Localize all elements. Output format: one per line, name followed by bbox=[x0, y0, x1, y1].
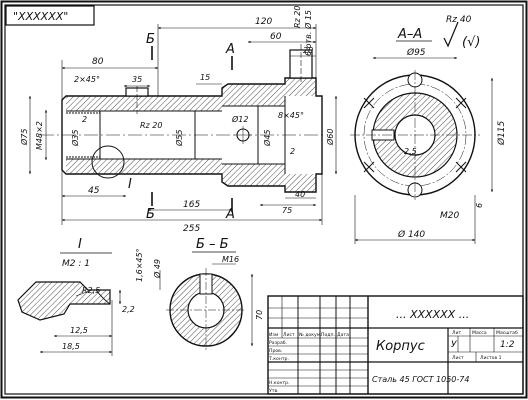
detail-i-dim-lines bbox=[39, 289, 122, 356]
roughness-rz40: Rz 40 bbox=[446, 15, 472, 25]
dim-6-aa: 6 bbox=[475, 203, 484, 208]
dim-40: 40 bbox=[295, 190, 305, 199]
dim-60: 60 bbox=[270, 32, 282, 42]
tb-row-tkontr: Т.контр. bbox=[268, 356, 289, 362]
corner-stamp-text: "ХХХХХХ" bbox=[13, 10, 68, 23]
dim-d35: Ø35 bbox=[70, 130, 80, 147]
section-aa-title: А–А bbox=[397, 27, 422, 42]
dim-8x45: 8×45° bbox=[278, 111, 304, 120]
dim-45: 45 bbox=[88, 186, 100, 196]
dim-165: 165 bbox=[183, 200, 200, 210]
tb-col-doc: № докум. bbox=[299, 332, 322, 338]
tb-lit-label: Лит bbox=[452, 330, 461, 336]
detail-i-scale: М2 : 1 bbox=[62, 259, 90, 269]
section-bb: Б – Б М16 Ø 49 1,6×45° 70 bbox=[135, 237, 264, 352]
dim-m16: М16 bbox=[222, 255, 239, 264]
section-aa-dim-lines bbox=[354, 56, 494, 244]
title-material: Сталь 45 ГОСТ 1050-74 bbox=[372, 375, 469, 384]
detail-i: I М2 : 1 R2,5 2,2 12,5 18,5 bbox=[17, 237, 135, 356]
dim-12-5: 12,5 bbox=[70, 326, 88, 335]
detail-i-title: I bbox=[78, 237, 82, 252]
tb-scale-value: 1:2 bbox=[500, 340, 515, 350]
tb-sheets-label: Листов 1 bbox=[480, 355, 502, 361]
tb-col-list: Лист bbox=[283, 332, 295, 338]
main-view: 120 60 20 80 35 15 2×45° Ø75 M48×2 Ø35 R… bbox=[19, 6, 338, 234]
section-label-a-top: А bbox=[225, 42, 235, 57]
corner-stamp: "ХХХХХХ" bbox=[5, 5, 95, 26]
main-top-boss bbox=[125, 86, 149, 114]
section-aa: А–А Rz 40 (√) Ø95 Ø115 Ø 140 M2 bbox=[350, 15, 507, 244]
dim-18-5: 18,5 bbox=[62, 342, 80, 351]
main-hatching bbox=[66, 78, 316, 192]
dim-2-5: 2,5 bbox=[404, 147, 417, 156]
dim-chamfer: 2×45° bbox=[74, 75, 100, 84]
dim-r2-5: R2,5 bbox=[82, 286, 100, 295]
dim-d75: Ø75 bbox=[19, 129, 29, 146]
dim-m48: M48×2 bbox=[35, 121, 44, 150]
dim-m20: M20 bbox=[440, 211, 459, 221]
dim-d140: Ø 140 bbox=[397, 229, 425, 240]
roughness-top: Rz 20 bbox=[293, 6, 302, 28]
dim-2-left: 2 bbox=[82, 115, 87, 124]
section-bb-dim-lines bbox=[159, 263, 254, 347]
roughness-paren: (√) bbox=[462, 35, 480, 50]
tb-row-nkontr: Н.контр. bbox=[269, 380, 290, 386]
section-bb-title: Б – Б bbox=[196, 237, 229, 252]
tb-col-sign: Подп. bbox=[321, 332, 335, 338]
dim-chamfer-bb: 1,6×45° bbox=[135, 248, 144, 282]
tb-lit-value: У bbox=[451, 340, 457, 350]
roughness-rz20: Rz 20 bbox=[140, 121, 162, 130]
section-label-a-bottom: А bbox=[225, 207, 235, 222]
tb-scale-label: Масштаб bbox=[496, 330, 518, 336]
detail-callout-circle bbox=[91, 145, 125, 179]
inner-frame bbox=[4, 4, 524, 395]
title-designation: ... ХХХХХХ ... bbox=[396, 308, 469, 321]
bolt-hole-crosses bbox=[363, 97, 467, 173]
section-cut-marks bbox=[151, 46, 233, 212]
section-label-b-top: Б bbox=[146, 32, 155, 47]
tb-col-date: Дата bbox=[337, 332, 349, 338]
tb-col-izm: Изм bbox=[269, 332, 279, 338]
roughness-check-icon bbox=[443, 21, 459, 48]
dim-15: 15 bbox=[200, 73, 210, 82]
dim-20: 20 bbox=[303, 46, 313, 55]
dim-120: 120 bbox=[255, 17, 272, 27]
title-block bbox=[267, 295, 524, 395]
dim-d95: Ø95 bbox=[406, 47, 426, 58]
main-dim-lines bbox=[28, 24, 338, 225]
dim-d60: Ø60 bbox=[325, 129, 335, 146]
tb-row-utv: Утв. bbox=[269, 388, 279, 394]
tb-sheet-label: Лист bbox=[452, 355, 464, 361]
title-part-name: Корпус bbox=[376, 339, 425, 354]
section-label-b-bottom: Б bbox=[146, 207, 155, 222]
dim-35: 35 bbox=[132, 75, 142, 84]
dim-d55: Ø55 bbox=[174, 130, 184, 147]
dim-80: 80 bbox=[92, 57, 104, 67]
dim-d12: Ø12 bbox=[231, 114, 248, 124]
tb-row-prov: Пров. bbox=[269, 348, 282, 354]
dim-d115: Ø115 bbox=[496, 120, 507, 146]
dim-75: 75 bbox=[282, 206, 292, 215]
dim-2-2: 2,2 bbox=[122, 305, 135, 314]
dim-2-right: 2 bbox=[290, 147, 295, 156]
dim-255: 255 bbox=[183, 224, 200, 234]
tb-row-razrab: Разраб. bbox=[269, 340, 287, 346]
detail-mark-i: I bbox=[128, 177, 132, 192]
tb-mass-label: Масса bbox=[472, 330, 487, 336]
dim-d49: Ø 49 bbox=[152, 259, 162, 279]
dim-6-holes: 6 отв. Ø 15 bbox=[303, 10, 313, 56]
dim-d45: Ø45 bbox=[262, 130, 272, 147]
dim-70: 70 bbox=[255, 310, 264, 320]
